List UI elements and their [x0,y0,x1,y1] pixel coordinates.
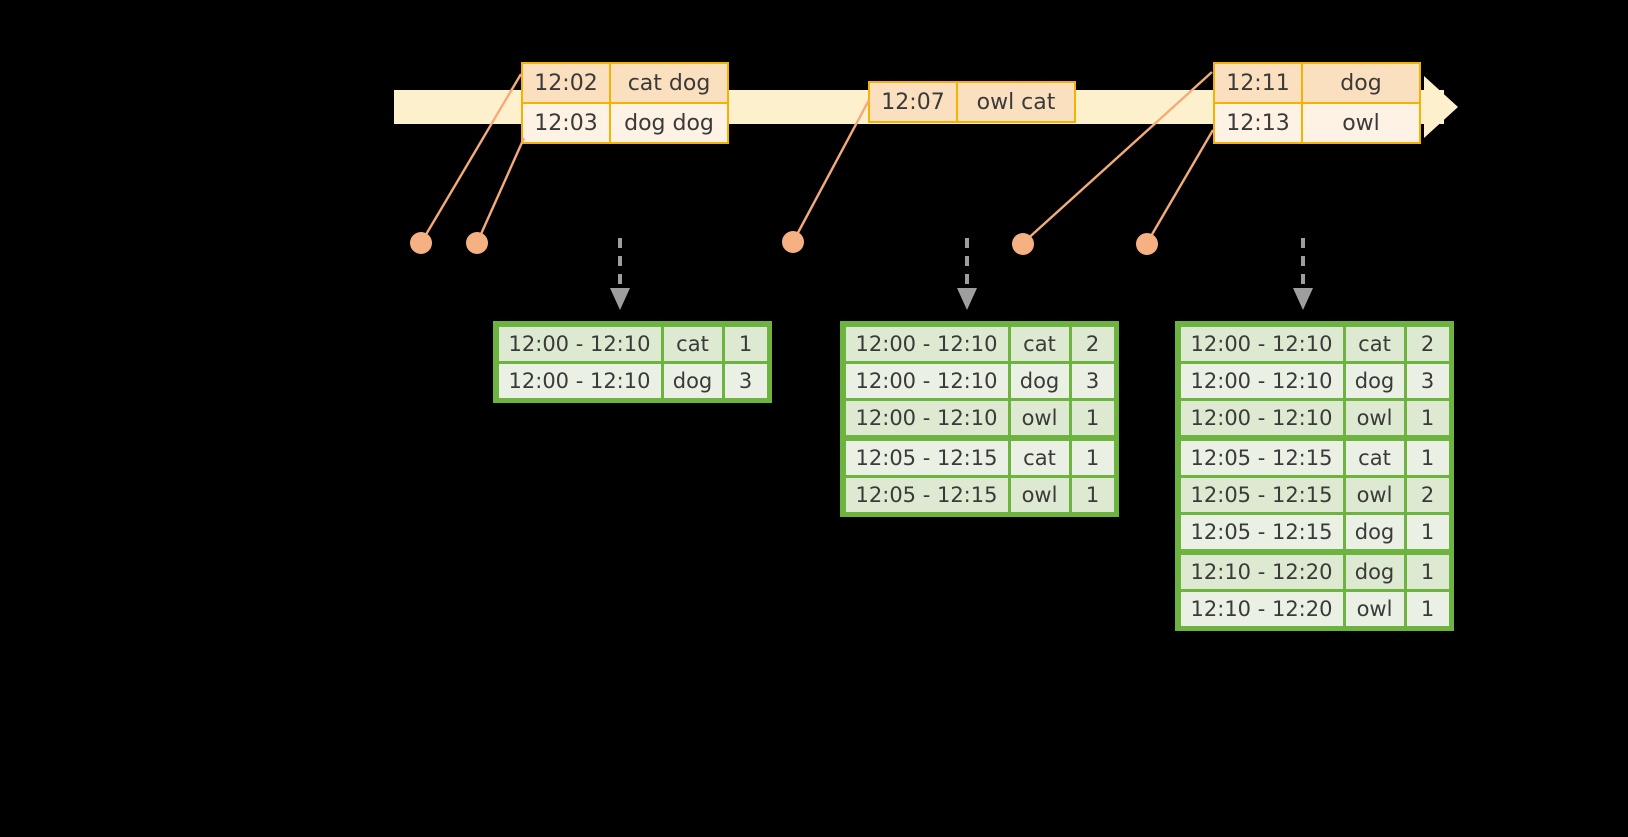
key-cell: cat [663,326,722,361]
window-cell: 12:05 - 12:15 [845,477,1008,512]
event-dot [466,232,488,254]
count-cell: 1 [1071,477,1114,512]
event-row: 12:13 owl [1213,102,1421,144]
event-row: 12:02 cat dog [521,62,729,102]
window-cell: 12:05 - 12:15 [1180,514,1343,549]
count-cell: 1 [1406,554,1449,589]
connector-line [1145,129,1215,244]
key-cell: dog [1345,554,1404,589]
window-cell: 12:00 - 12:10 [1180,326,1343,361]
event-time: 12:13 [1215,104,1303,142]
window-cell: 12:00 - 12:10 [1180,400,1343,435]
event-box-group-3: 12:11 dog 12:13 owl [1213,62,1421,144]
key-cell: dog [1345,514,1404,549]
event-dot [782,231,804,253]
key-cell: owl [1345,477,1404,512]
key-cell: cat [1345,326,1404,361]
event-words: owl cat [958,83,1074,121]
key-cell: owl [1345,591,1404,626]
window-cell: 12:00 - 12:10 [845,326,1008,361]
event-box-group-1: 12:02 cat dog 12:03 dog dog [521,62,729,144]
connector-line [791,99,871,243]
window-cell: 12:05 - 12:15 [1180,440,1343,475]
count-cell: 3 [724,363,767,398]
connector-line [419,73,523,244]
count-cell: 1 [724,326,767,361]
window-cell: 12:00 - 12:10 [498,326,661,361]
count-cell: 3 [1406,363,1449,398]
event-words: cat dog [611,64,727,102]
event-box-group-2: 12:07 owl cat [868,81,1076,123]
event-dot [1012,233,1034,255]
window-cell: 12:10 - 12:20 [1180,554,1343,589]
count-cell: 1 [1071,440,1114,475]
window-cell: 12:05 - 12:15 [1180,477,1343,512]
event-row: 12:11 dog [1213,62,1421,102]
count-cell: 1 [1406,514,1449,549]
count-cell: 2 [1071,326,1114,361]
count-cell: 1 [1406,440,1449,475]
count-cell: 3 [1071,363,1114,398]
event-time: 12:07 [870,83,958,121]
dashed-down-arrow-icon-1 [610,238,630,310]
connector-line [475,137,526,244]
window-cell: 12:10 - 12:20 [1180,591,1343,626]
event-time: 12:03 [523,104,611,142]
dashed-down-arrow-icon-2 [957,238,977,310]
dashed-down-arrow-icon-3 [1293,238,1313,310]
event-dot [1136,233,1158,255]
count-cell: 1 [1406,400,1449,435]
event-time: 12:02 [523,64,611,102]
window-cell: 12:00 - 12:10 [1180,363,1343,398]
count-cell: 1 [1406,591,1449,626]
event-dot [410,232,432,254]
count-cell: 2 [1406,326,1449,361]
window-cell: 12:05 - 12:15 [845,440,1008,475]
connector-line [1022,71,1213,244]
key-cell: owl [1010,400,1069,435]
event-row: 12:03 dog dog [521,102,729,144]
key-cell: cat [1345,440,1404,475]
key-cell: cat [1010,326,1069,361]
event-words: dog [1303,64,1419,102]
key-cell: owl [1010,477,1069,512]
key-cell: owl [1345,400,1404,435]
event-row: 12:07 owl cat [868,81,1076,123]
key-cell: cat [1010,440,1069,475]
event-time: 12:11 [1215,64,1303,102]
connector-lines [419,71,1215,244]
window-cell: 12:00 - 12:10 [845,363,1008,398]
key-cell: dog [1345,363,1404,398]
key-cell: dog [1010,363,1069,398]
event-words: dog dog [611,104,727,142]
count-cell: 1 [1071,400,1114,435]
key-cell: dog [663,363,722,398]
event-words: owl [1303,104,1419,142]
window-cell: 12:00 - 12:10 [498,363,661,398]
count-cell: 2 [1406,477,1449,512]
window-cell: 12:00 - 12:10 [845,400,1008,435]
timeline-arrowhead-icon [1424,76,1458,138]
